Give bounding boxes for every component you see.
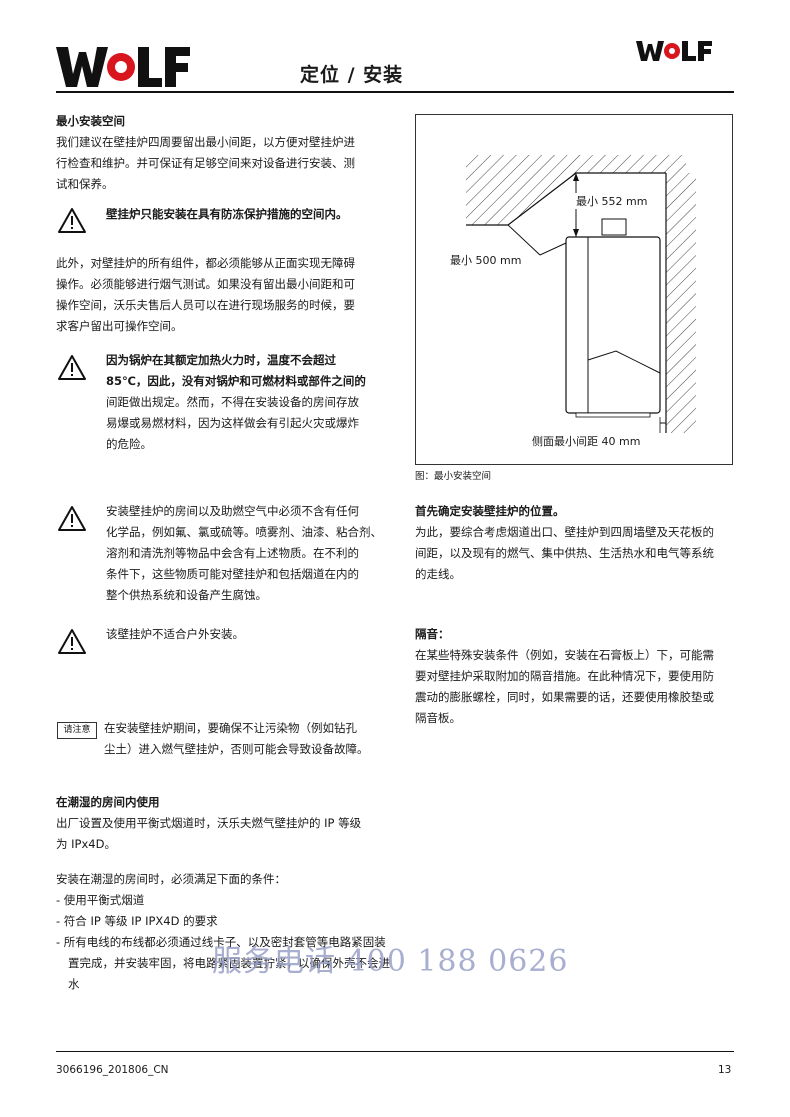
installation-diagram: [466, 155, 696, 433]
paragraph-access: 此外，对壁挂炉的所有组件，都必须能够从正面实现无障碍 操作。必须能够进行烟气测试…: [56, 253, 392, 337]
text-line: 我们建议在壁挂炉四周要留出最小间距，以方便对壁挂炉进: [56, 135, 355, 149]
boiler-panel-edge: [587, 350, 661, 374]
warning-icon: [58, 208, 86, 233]
warning-icon: [58, 355, 86, 380]
wolf-logo: [56, 47, 190, 87]
text-line: 出厂设置及使用平衡式烟道时，沃乐夫燃气壁挂炉的 IP 等级: [56, 816, 362, 830]
text-line: 震动的膨胀螺栓，同时，如果需要的话，还要使用橡胶垫或: [415, 690, 714, 704]
service-phone-watermark: 服务电话 400 188 0626: [212, 944, 569, 979]
text-line: 试和保养。: [56, 177, 114, 191]
label-side-40: 侧面最小间距 40 mm: [530, 433, 643, 449]
section-humid-rooms: 在潮湿的房间内使用 出厂设置及使用平衡式烟道时，沃乐夫燃气壁挂炉的 IP 等级 …: [56, 792, 392, 995]
warning-outdoor: 该壁挂炉不适合户外安装。: [106, 627, 244, 641]
text-line: 条件下，这些物质可能对壁挂炉和包括烟道在内的: [106, 567, 359, 581]
text-line: 求客户留出可操作空间。: [56, 319, 183, 333]
text-line: 的危险。: [106, 437, 152, 451]
text-line: 操作空间，沃乐夫售后人员可以在进行现场服务的时候，要: [56, 298, 355, 312]
text-line: 在安装壁挂炉期间，要确保不让污染物（例如钻孔: [104, 721, 357, 735]
section-min-space: 最小安装空间 我们建议在壁挂炉四周要留出最小间距，以方便对壁挂炉进 行检查和维护…: [56, 111, 392, 195]
boiler-base: [575, 412, 651, 418]
label-min-552: 最小 552 mm: [574, 193, 650, 209]
text-line: 的走线。: [415, 567, 461, 581]
figure-frame: 最小 552 mm 最小 500 mm 侧面最小间距 40 mm: [415, 114, 733, 465]
boiler-body: [565, 236, 661, 414]
heading-min-space: 最小安装空间: [56, 114, 125, 128]
page-title: 定位 / 安装: [300, 64, 404, 86]
wolf-logo-small: [636, 41, 712, 61]
ceiling-line: [466, 172, 666, 226]
text-line: 为此，要综合考虑烟道出口、壁挂炉到四周墙壁及天花板的: [415, 525, 714, 539]
text-line: 为 IPx4D。: [56, 837, 116, 851]
text-line: 此外，对壁挂炉的所有组件，都必须能够从正面实现无障碍: [56, 256, 355, 270]
text-line: 因为锅炉在其额定加热火力时，温度不会超过: [106, 353, 336, 367]
note-badge: 请注意: [57, 722, 97, 739]
wall-hatch: [666, 173, 696, 433]
section-position: 首先确定安装壁挂炉的位置。 为此，要综合考虑烟道出口、壁挂炉到四周墙壁及天花板的…: [415, 501, 737, 585]
text-line: 85℃，因此，没有对锅炉和可燃材料或部件之间的: [106, 374, 366, 388]
warning-chemicals: 安装壁挂炉的房间以及助燃空气中必须不含有任何 化学品，例如氟、氯或硫等。喷雾剂、…: [106, 501, 392, 606]
heading-humid-rooms: 在潮湿的房间内使用: [56, 795, 160, 809]
section-soundproofing: 隔音： 在某些特殊安装条件（例如，安装在石膏板上）下，可能需 要对壁挂炉采取附加…: [415, 624, 737, 729]
warning-frost-protection: 壁挂炉只能安装在具有防冻保护措施的空间内。: [106, 207, 348, 221]
text-line: 安装在潮湿的房间时，必须满足下面的条件：: [56, 872, 286, 886]
text-line: 易爆或易燃材料，因为这样做会有引起火灾或爆炸: [106, 416, 359, 430]
warning-icon: [58, 629, 86, 654]
footer-divider: [56, 1051, 734, 1052]
text-line: 在某些特殊安装条件（例如，安装在石膏板上）下，可能需: [415, 648, 714, 662]
list-item: - 所有电线的布线都必须通过线卡子、以及密封套管等电路紧固装置完成，并安装牢固，…: [56, 935, 390, 991]
list-item: - 符合 IP 等级 IP IPX4D 的要求: [56, 914, 218, 928]
text-line: 溶剂和清洗剂等物品中会含有上述物质。在不利的: [106, 546, 359, 560]
text-line: 间距做出规定。然而，不得在安装设备的房间存放: [106, 395, 359, 409]
heading-position: 首先确定安装壁挂炉的位置。: [415, 504, 565, 518]
text-line: 操作。必须能够进行烟气测试。如果没有留出最小间距和可: [56, 277, 355, 291]
heading-soundproofing: 隔音：: [415, 627, 450, 641]
warning-temperature: 因为锅炉在其额定加热火力时，温度不会超过 85℃，因此，没有对锅炉和可燃材料或部…: [106, 350, 392, 455]
text-line: 要对壁挂炉采取附加的隔音措施。在此种情况下，要使用防: [415, 669, 714, 683]
text-line: 安装壁挂炉的房间以及助燃空气中必须不含有任何: [106, 504, 359, 518]
text-line: 间距，以及现有的燃气、集中供热、生活热水和电气等系统: [415, 546, 714, 560]
figure-caption: 图：最小安装空间: [415, 471, 492, 482]
text-line: 隔音板。: [415, 711, 461, 725]
text-line: 整个供热系统和设备产生腐蚀。: [106, 588, 267, 602]
text-line: 尘土）进入燃气壁挂炉，否则可能会导致设备故障。: [104, 742, 369, 756]
label-min-500: 最小 500 mm: [448, 252, 524, 268]
header-divider: [56, 91, 734, 93]
text-line: 行检查和维护。并可保证有足够空间来对设备进行安装、测: [56, 156, 355, 170]
document-code: 3066196_201806_CN: [56, 1064, 169, 1076]
page-number: 13: [718, 1064, 732, 1076]
text-line: 化学品，例如氟、氯或硫等。喷雾剂、油漆、粘合剂、: [106, 525, 382, 539]
warning-icon: [58, 506, 86, 531]
conditions-list: - 使用平衡式烟道 - 符合 IP 等级 IP IPX4D 的要求 - 所有电线…: [56, 890, 392, 995]
note-text: 在安装壁挂炉期间，要确保不让污染物（例如钻孔 尘土）进入燃气壁挂炉，否则可能会导…: [104, 718, 394, 760]
flue-collar: [601, 218, 627, 236]
list-item: - 使用平衡式烟道: [56, 893, 145, 907]
dim-line-left: [507, 224, 541, 256]
